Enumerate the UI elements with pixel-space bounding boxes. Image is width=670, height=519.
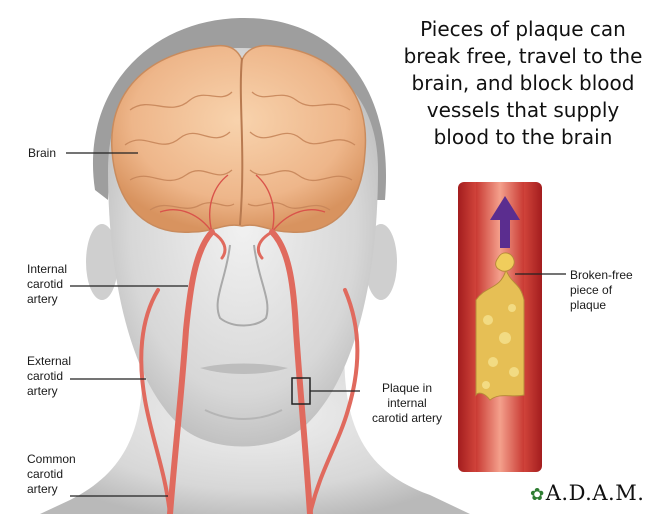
enlarged-artery [458,182,542,472]
label-plaque-internal-carotid: Plaque in internal carotid artery [362,381,452,426]
logo-text: A.D.A.M. [546,481,645,505]
leaf-icon: ✿ [530,485,545,505]
brain [112,46,366,233]
label-broken-free-plaque: Broken-free piece of plaque [570,268,633,313]
adam-logo: ✿A.D.A.M. [530,481,644,505]
headline: Pieces of plaque can break free, travel … [388,16,658,151]
label-brain: Brain [28,146,56,161]
label-internal-carotid-artery: Internal carotid artery [27,262,67,307]
label-external-carotid-artery: External carotid artery [27,354,71,399]
label-common-carotid-artery: Common carotid artery [27,452,76,497]
